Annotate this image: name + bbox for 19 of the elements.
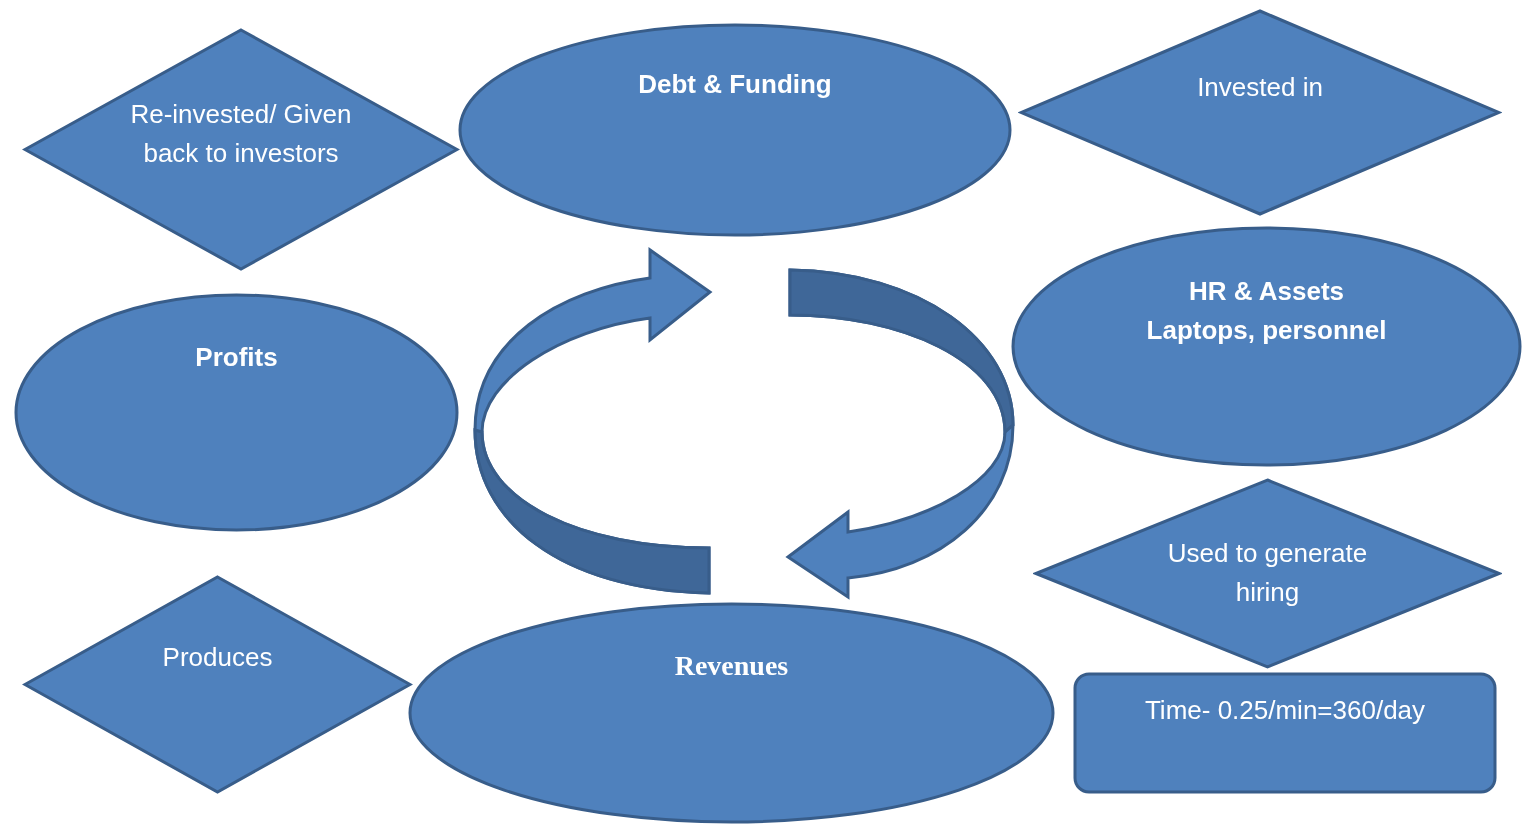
node-label: HR & Assets xyxy=(1187,275,1346,308)
node-label: Laptops, personnel xyxy=(1145,314,1388,347)
decision-diamond xyxy=(22,27,460,272)
node-label: Produces xyxy=(161,641,274,674)
rounded-box xyxy=(1072,671,1498,795)
ellipse-shape xyxy=(457,22,1013,238)
ellipse-shape xyxy=(13,292,460,533)
node-label: Used to generate hiring xyxy=(1166,537,1369,609)
node-label: Profits xyxy=(194,341,279,374)
decision-diamond xyxy=(22,574,413,795)
decision-diamond xyxy=(1018,8,1502,217)
decision-diamond xyxy=(1033,477,1502,670)
node-label: Debt & Funding xyxy=(637,68,833,101)
ellipse-shape xyxy=(1010,225,1523,468)
node-label: Revenues xyxy=(673,649,790,683)
node-label: Invested in xyxy=(1196,71,1324,104)
node-label: Time- 0.25/min=360/day xyxy=(1143,694,1427,727)
ellipse-shape xyxy=(407,601,1056,825)
node-label: Re-invested/ Given back to investors xyxy=(129,98,353,170)
